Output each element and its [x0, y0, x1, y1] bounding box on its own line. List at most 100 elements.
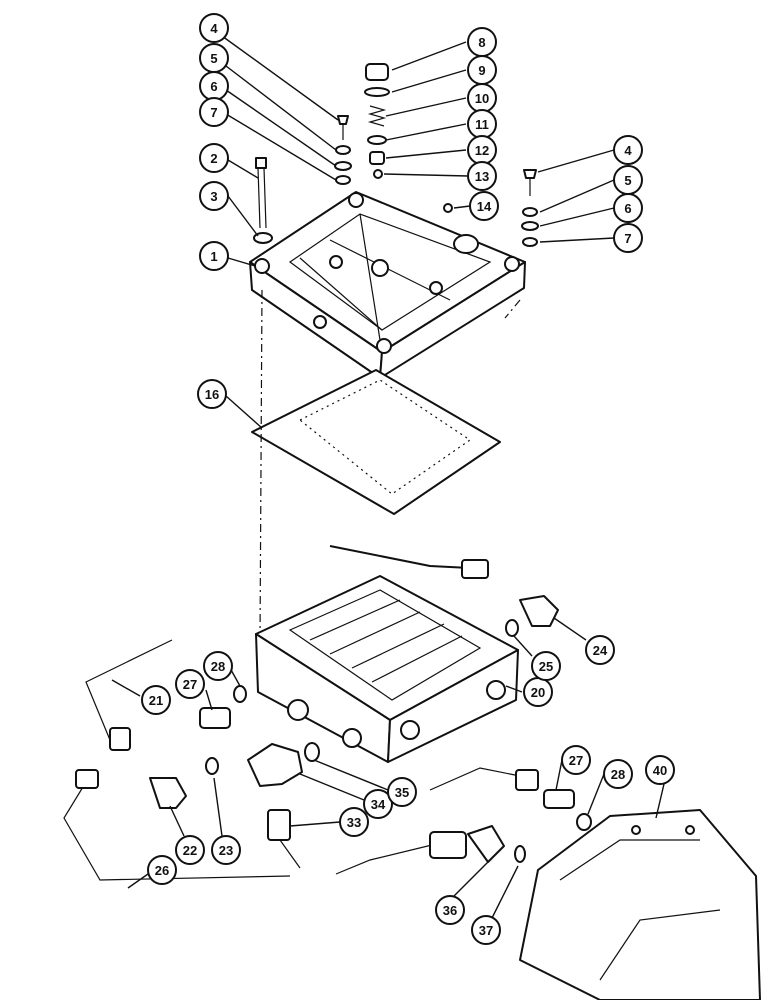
callout-3: 3: [199, 181, 229, 211]
svg-text:27: 27: [183, 677, 197, 692]
leader-23: [213, 777, 223, 837]
gasket: [251, 369, 501, 515]
callout-7b: 7: [613, 223, 643, 253]
hose-33: [267, 809, 301, 869]
svg-text:33: 33: [347, 815, 361, 830]
leader-9: [391, 69, 467, 93]
leader-5b: [539, 179, 615, 213]
tube-right: [429, 767, 539, 791]
elbow-fitting-22: [149, 757, 219, 809]
svg-text:26: 26: [155, 863, 169, 878]
callout-10: 10: [467, 83, 497, 113]
callout-37: 37: [471, 915, 501, 945]
valve-cover-plate: [249, 191, 526, 379]
leader-3: [227, 195, 259, 237]
leader-4: [221, 35, 339, 121]
svg-text:28: 28: [211, 659, 225, 674]
callout-24: 24: [585, 635, 615, 665]
elbow-fitting-24: [505, 595, 559, 637]
callout-6: 6: [199, 71, 229, 101]
callout-2: 2: [199, 143, 229, 173]
callout-27: 27: [175, 669, 205, 699]
callout-1: 1: [199, 241, 229, 271]
leader-1: [227, 257, 256, 267]
plug-and-spring-stack: [364, 63, 453, 213]
leader-21: [111, 679, 141, 697]
callout-6b: 6: [613, 193, 643, 223]
tube-lower-left: [63, 769, 291, 881]
svg-text:22: 22: [183, 843, 197, 858]
callout-4b: 4: [613, 135, 643, 165]
bolt: [253, 157, 273, 244]
svg-text:4: 4: [210, 21, 218, 36]
svg-text:37: 37: [479, 923, 493, 938]
svg-text:16: 16: [205, 387, 219, 402]
elbow-fitting-34: [247, 742, 320, 787]
svg-text:28: 28: [611, 767, 625, 782]
callout-25: 25: [531, 651, 561, 681]
callout-12: 12: [467, 135, 497, 165]
callout-11: 11: [467, 109, 497, 139]
callout-36: 36: [435, 895, 465, 925]
tube-left: [85, 639, 173, 751]
callout-21: 21: [141, 685, 171, 715]
svg-text:23: 23: [219, 843, 233, 858]
leader-36: [453, 861, 489, 897]
transmission-housing: [519, 809, 761, 1000]
left-screw-stack: [334, 115, 352, 185]
adapter-right: [543, 789, 592, 831]
leader-12: [385, 149, 467, 159]
leader-24: [553, 617, 587, 641]
leader-7b: [539, 237, 615, 243]
leader-27: [205, 689, 213, 711]
right-screw-stack: [521, 169, 539, 247]
leader-25: [513, 635, 533, 657]
callout-14: 14: [469, 191, 499, 221]
svg-text:40: 40: [653, 763, 667, 778]
svg-text:7: 7: [210, 105, 217, 120]
svg-text:10: 10: [475, 91, 489, 106]
tube-upper: [329, 545, 489, 579]
leader-6b: [539, 207, 615, 227]
svg-text:9: 9: [478, 63, 485, 78]
callout-8: 8: [467, 27, 497, 57]
leader-22: [169, 805, 185, 837]
leader-6: [225, 89, 337, 167]
callout-27b: 27: [561, 745, 591, 775]
callout-34: 34: [363, 789, 393, 819]
svg-text:5: 5: [210, 51, 217, 66]
leader-16: [225, 395, 263, 429]
svg-text:8: 8: [478, 35, 485, 50]
callout-4: 4: [199, 13, 229, 43]
svg-text:36: 36: [443, 903, 457, 918]
leader-27b: [555, 759, 563, 791]
svg-text:6: 6: [624, 201, 631, 216]
svg-text:6: 6: [210, 79, 217, 94]
leader-14: [453, 205, 471, 209]
leader-2: [227, 159, 259, 179]
svg-text:4: 4: [624, 143, 632, 158]
svg-text:13: 13: [475, 169, 489, 184]
callout-13: 13: [467, 161, 497, 191]
svg-text:14: 14: [477, 199, 492, 214]
callout-16: 16: [197, 379, 227, 409]
leader-37: [491, 865, 519, 919]
callout-7: 7: [199, 97, 229, 127]
leader-5: [225, 65, 337, 151]
leader-34: [299, 773, 365, 801]
leader-10: [385, 97, 467, 117]
callout-20: 20: [523, 677, 553, 707]
callout-33: 33: [339, 807, 369, 837]
callout-28: 28: [203, 651, 233, 681]
svg-text:20: 20: [531, 685, 545, 700]
svg-text:25: 25: [539, 659, 553, 674]
alignment-line-right: [504, 299, 521, 319]
alignment-line: [259, 289, 263, 641]
callout-5b: 5: [613, 165, 643, 195]
leader-26: [127, 873, 149, 889]
leader-35: [313, 759, 389, 791]
callout-23: 23: [211, 835, 241, 865]
svg-text:21: 21: [149, 693, 163, 708]
svg-text:11: 11: [475, 117, 489, 132]
